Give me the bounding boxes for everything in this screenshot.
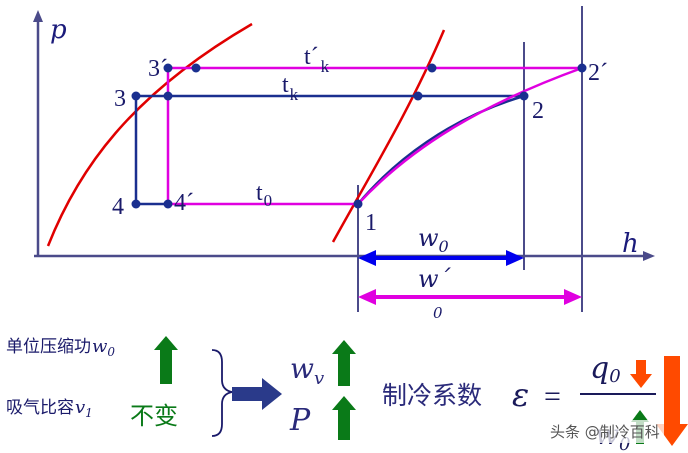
w0-prime-arrow-right-head [564, 289, 582, 305]
point-3-dot [131, 91, 141, 101]
label-point-1: 1 [365, 210, 377, 236]
point-3-prime-dot [163, 63, 173, 73]
cop-down-arrow [656, 356, 688, 446]
point-2-sat-dot [413, 91, 423, 101]
wv-up-arrow [332, 340, 356, 386]
w0-prime-arrow-left-head [358, 289, 376, 305]
modified-cycle-throttling-line [166, 68, 358, 206]
point-4-dot [131, 199, 141, 209]
power-symbol: P [289, 403, 311, 438]
watermark: 头条 @制冷百科 [546, 420, 664, 443]
point-2p-sat-dot [427, 63, 437, 73]
w0-arrow-left-head [358, 250, 376, 266]
label-t0: t0 [256, 180, 272, 210]
label-tk-prime: t´k [304, 44, 330, 76]
unchanged-text: 不变 [130, 402, 178, 430]
label-w0-prime-sub: 0 [433, 304, 443, 322]
point-1-dot [353, 199, 363, 209]
right-brace [211, 349, 233, 437]
h-axis-arrowhead [643, 251, 655, 261]
cop-label: 制冷系数 [382, 381, 482, 410]
saturated-liquid-line [46, 22, 253, 247]
epsilon-symbol: ε [512, 376, 529, 414]
label-point-3-prime: 3´ [148, 56, 168, 82]
label-point-4: 4 [112, 194, 124, 220]
point-4-prime-dot [163, 199, 173, 209]
point-2-dot [519, 91, 529, 101]
label-point-4-prime: 4´ [174, 190, 194, 216]
label-w0-prime: w´ [418, 265, 452, 293]
label-point-2: 2 [532, 98, 544, 124]
power-up-arrow [332, 396, 356, 440]
implies-arrow [232, 378, 282, 410]
label-w0: w0 [418, 224, 449, 256]
point-2-prime-dot [577, 63, 587, 73]
normal-cycle-throttling-line [134, 96, 168, 206]
label-point-2-prime: 2´ [588, 60, 608, 86]
row1-up-arrow [154, 336, 178, 384]
row2-label: 吸气比容v1 [6, 397, 93, 420]
label-point-3: 3 [114, 86, 126, 112]
q0-down-arrow [630, 360, 652, 388]
axis-p-label: p [50, 15, 67, 45]
p-axis-arrowhead [33, 10, 43, 22]
axis-h-label: h [622, 229, 639, 259]
state-points [131, 63, 587, 209]
label-tk: tk [282, 72, 299, 104]
q0-numerator: q0 [590, 351, 621, 387]
point-3-sat-dot [163, 91, 173, 101]
modified-cycle-compression-line [357, 66, 583, 205]
point-3p-sat-dot [191, 63, 201, 73]
normal-cycle-compression-line [357, 94, 525, 205]
equals-sign: = [544, 380, 561, 413]
saturated-vapor-line [331, 29, 446, 243]
w0-arrow-right-head [506, 250, 524, 266]
wv-symbol: wv [290, 352, 324, 389]
row1-label: 单位压缩功w0 [6, 336, 115, 359]
